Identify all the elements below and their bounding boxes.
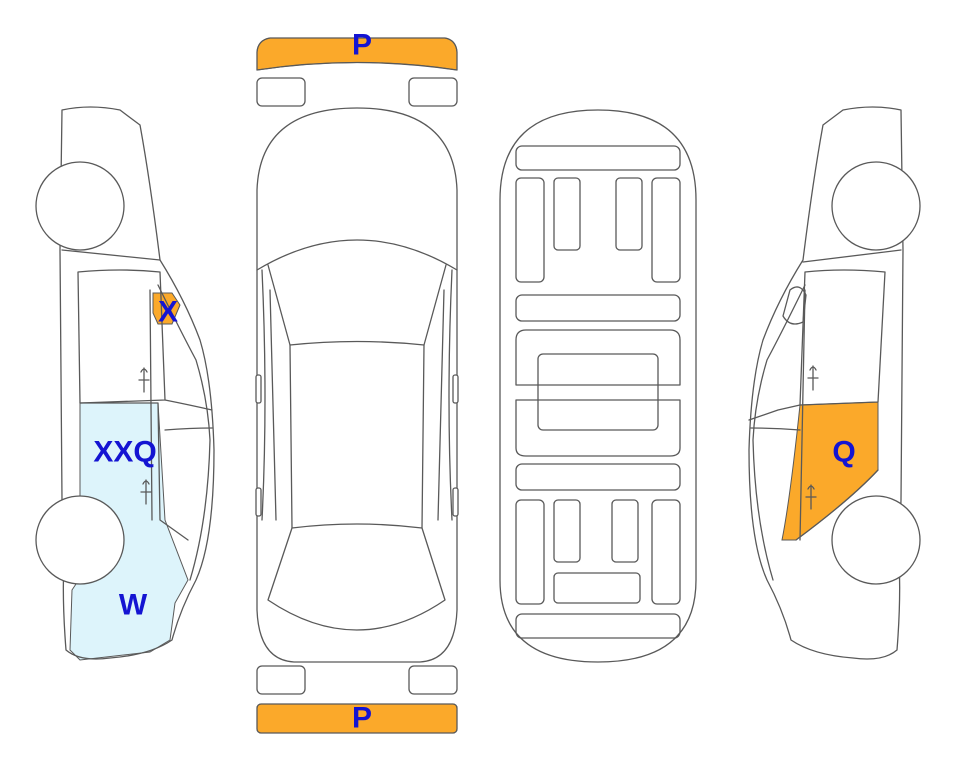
left-side-view: X XXQ W xyxy=(35,106,215,661)
top-body-outline xyxy=(256,107,458,663)
marker-right-rear-door: Q xyxy=(832,436,855,469)
right-side-view: Q xyxy=(748,106,921,660)
marker-rear-bumper: P xyxy=(352,702,372,735)
right-rear-wheel xyxy=(831,495,921,585)
marker-left-mirror: X xyxy=(158,296,178,329)
left-front-wheel xyxy=(35,161,125,251)
left-body-outline xyxy=(59,106,215,660)
left-rear-wheel xyxy=(35,495,125,585)
right-body-outline xyxy=(748,106,904,660)
marker-left-rear-quarter: W xyxy=(119,589,148,622)
right-front-wheel xyxy=(831,161,921,251)
marker-front-bumper: P xyxy=(352,29,372,62)
underside-outline xyxy=(499,109,697,663)
marker-left-rear-door: XXQ xyxy=(93,436,156,469)
underside-view xyxy=(499,109,697,663)
top-view: P P xyxy=(255,29,459,735)
